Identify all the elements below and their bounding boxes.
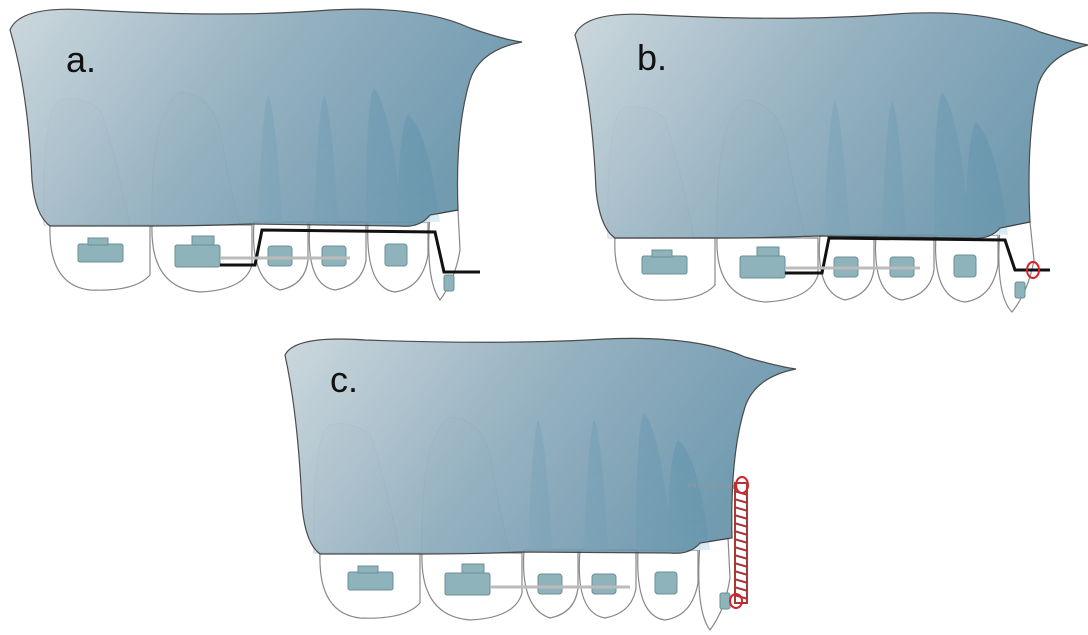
bracket (385, 244, 407, 266)
panel-a: a. (0, 0, 540, 310)
bracket (175, 245, 220, 267)
maxilla-shape (285, 338, 796, 554)
panel-label-c: c. (330, 362, 358, 398)
bracket (444, 275, 454, 291)
bracket (740, 256, 785, 278)
panel-label-a: a. (66, 42, 96, 78)
bracket (268, 246, 292, 266)
molar-tube (78, 244, 123, 262)
bracket (720, 593, 730, 609)
bracket (1015, 282, 1025, 298)
bracket (322, 246, 346, 266)
panel-c: c. (270, 335, 810, 635)
bracket (538, 574, 562, 594)
bracket (655, 572, 677, 594)
bracket (954, 255, 976, 277)
molar-tube (642, 256, 687, 274)
molar-tube (348, 572, 393, 590)
panel-label-b: b. (637, 40, 667, 76)
panel-b: b. (560, 0, 1088, 320)
bracket (592, 574, 616, 594)
bracket (445, 573, 490, 595)
